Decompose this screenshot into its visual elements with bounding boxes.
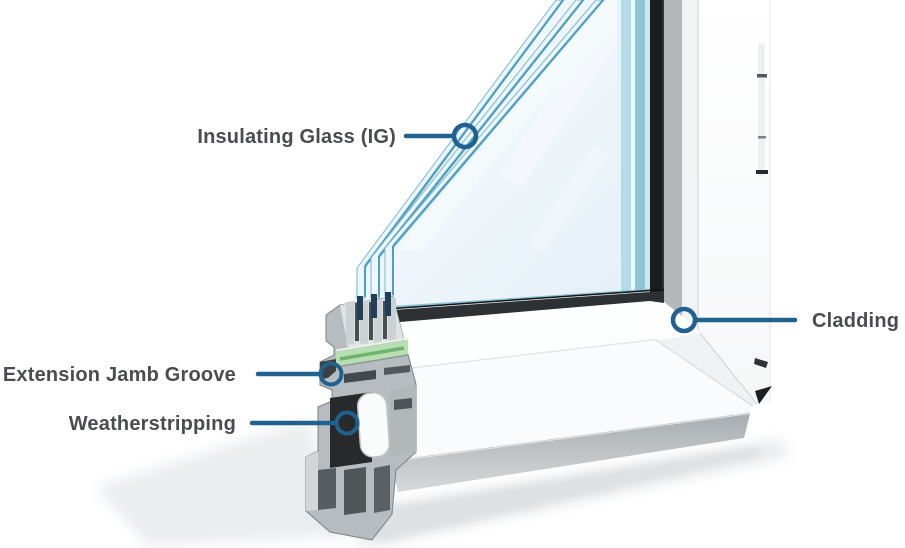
sill-underside [391, 414, 750, 492]
sill-bottom-edge [390, 412, 751, 462]
glass-edge-strip [635, 0, 645, 291]
callout-weatherstripping: Weatherstripping [69, 410, 360, 436]
marker-weatherstripping [334, 410, 360, 436]
profile-slot [394, 398, 412, 410]
pocket-slot [355, 303, 359, 341]
pane-end-in-pocket [385, 292, 391, 316]
frame-clip-mark [754, 358, 768, 368]
gasket-highlight [335, 337, 409, 352]
profile-chamber [318, 468, 336, 510]
glass-edge-strip [631, 0, 635, 292]
profile-left-facet [306, 451, 318, 511]
sill-miter-line [655, 339, 754, 407]
glazing-gasket-strip [650, 0, 664, 300]
pane-end-in-pocket [371, 294, 377, 318]
shadow-under-sill-core [372, 447, 762, 542]
sill-face [390, 341, 753, 462]
pane-edge-2 [370, 0, 585, 299]
callout-cladding: Cladding [670, 306, 899, 334]
pane-end-in-pocket [357, 296, 363, 320]
pocket-slot [383, 301, 387, 339]
callout-extension-jamb-groove: Extension Jamb Groove [3, 361, 344, 387]
profile-slot [344, 370, 376, 383]
hinge-tick [758, 136, 766, 139]
profile-mid-piece [390, 386, 416, 457]
profile-chamber [374, 465, 390, 513]
hinge-tick [756, 170, 768, 174]
callouts: Insulating Glass (IG) Cladding Extension… [3, 122, 899, 436]
profile-chamber [344, 467, 366, 515]
label-extension-jamb-groove: Extension Jamb Groove [3, 364, 236, 386]
glass-sheen [528, 144, 610, 254]
label-weatherstripping: Weatherstripping [69, 413, 236, 435]
callout-insulating-glass: Insulating Glass (IG) [197, 122, 479, 150]
glass-edge-strip [645, 0, 650, 291]
gasket-shadow-line [335, 354, 409, 368]
pane-edge-1-accent [364, 0, 564, 297]
vinyl-profile-cross-section [305, 292, 417, 541]
gasket-green-line [339, 346, 405, 361]
shadow-left-wedge [95, 420, 348, 546]
sash-and-sill [349, 288, 758, 492]
glass-sheen [499, 7, 631, 188]
ground-shadow [95, 420, 788, 548]
frame-inner-band [682, 0, 698, 331]
glazing-bed-line [349, 288, 665, 313]
pane-edge-2-accent [378, 0, 584, 297]
sill-miter-line-2 [699, 332, 758, 405]
glass-edge-strip [621, 0, 631, 292]
frame-hinge-groove [758, 43, 765, 177]
frame-corner-mark [755, 386, 772, 404]
pane-edge-3 [384, 0, 605, 297]
profile-slot [384, 365, 410, 375]
sill-slope-face [656, 333, 757, 407]
marker-insulating-glass [451, 122, 479, 150]
hinge-tick [757, 74, 767, 78]
sash-seam-line [389, 338, 657, 372]
weatherstrip-bulb [356, 392, 391, 458]
cladding-frame [650, 0, 772, 404]
sash-band [388, 301, 700, 371]
insulating-glass-unit [351, 0, 651, 313]
pocket-web [346, 301, 354, 345]
glass-cut-highlight [397, 0, 628, 252]
pane-edge-3-accent [392, 0, 604, 295]
pane-edge-1 [356, 0, 565, 299]
glazing-bed [350, 291, 664, 326]
marker-extension-jamb-groove [318, 361, 344, 387]
frame-outer-face [698, 0, 771, 404]
pocket-slot [369, 302, 373, 340]
label-insulating-glass: Insulating Glass (IG) [197, 126, 396, 148]
label-cladding: Cladding [812, 310, 899, 332]
frame-jamb-shade [664, 0, 682, 316]
glass-edge-strip [617, 0, 621, 292]
